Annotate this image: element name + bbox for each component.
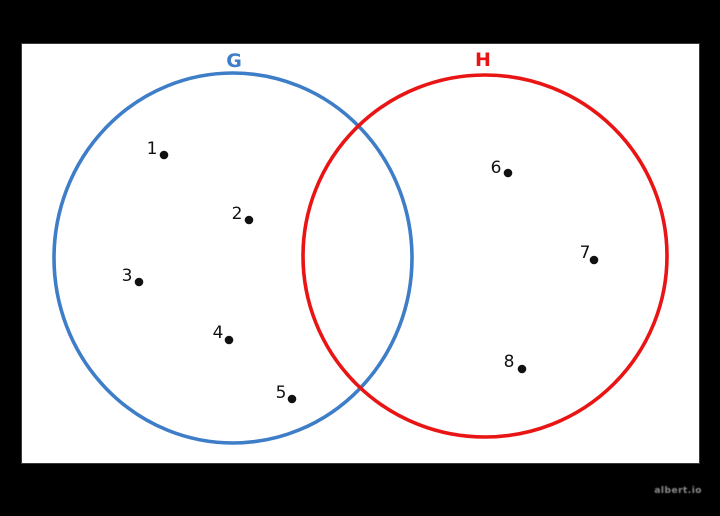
point-dot-8 (517, 364, 527, 374)
point-label-8: 8 (504, 352, 515, 372)
point-label-7: 7 (580, 243, 591, 263)
point-label-1: 1 (147, 139, 158, 159)
watermark: albert.io (654, 486, 702, 496)
point-dot-3 (134, 277, 144, 287)
set-ellipse-H (301, 73, 669, 439)
point-dot-1 (159, 150, 169, 160)
point-label-6: 6 (491, 158, 502, 178)
point-dot-5 (287, 394, 297, 404)
point-dot-4 (224, 335, 234, 345)
point-label-5: 5 (276, 383, 287, 403)
venn-panel (21, 43, 700, 464)
set-label-G: G (226, 50, 242, 72)
point-label-4: 4 (213, 323, 224, 343)
set-label-H: H (475, 49, 491, 71)
point-dot-6 (503, 168, 513, 178)
point-label-2: 2 (232, 204, 243, 224)
point-dot-2 (244, 215, 254, 225)
point-label-3: 3 (122, 266, 133, 286)
set-ellipse-G (52, 71, 414, 445)
point-dot-7 (589, 255, 599, 265)
